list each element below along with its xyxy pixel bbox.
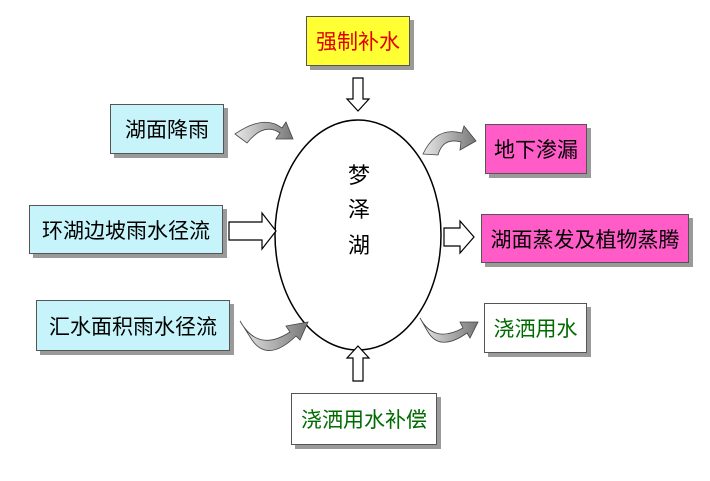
curved-arrow-icon <box>239 320 309 351</box>
lake-label-char: 湖 <box>347 234 370 259</box>
lake-label-char: 梦 <box>347 164 370 189</box>
irrigation-water-box: 浇洒用水 <box>484 303 587 353</box>
forced-replenishment-box: 强制补水 <box>306 16 410 66</box>
curved-arrow-icon <box>422 125 477 156</box>
right-arrow-icon <box>228 211 277 251</box>
curved-arrow-icon <box>419 317 479 343</box>
lake-label-char: 泽 <box>347 198 370 223</box>
groundwater-leakage-box: 地下渗漏 <box>485 124 587 174</box>
slope-runoff-box: 环湖边坡雨水径流 <box>29 205 223 254</box>
catchment-runoff-box: 汇水面积雨水径流 <box>36 300 230 351</box>
lake-rainfall-box: 湖面降雨 <box>110 104 224 154</box>
right-arrow-icon <box>443 219 475 255</box>
down-arrow-icon <box>345 77 371 112</box>
up-arrow-icon <box>345 345 371 382</box>
irrigation-compensation-box: 浇洒用水补偿 <box>291 393 437 445</box>
curved-arrow-icon <box>234 121 294 144</box>
evaporation-transpiration-box: 湖面蒸发及植物蒸腾 <box>481 214 689 263</box>
